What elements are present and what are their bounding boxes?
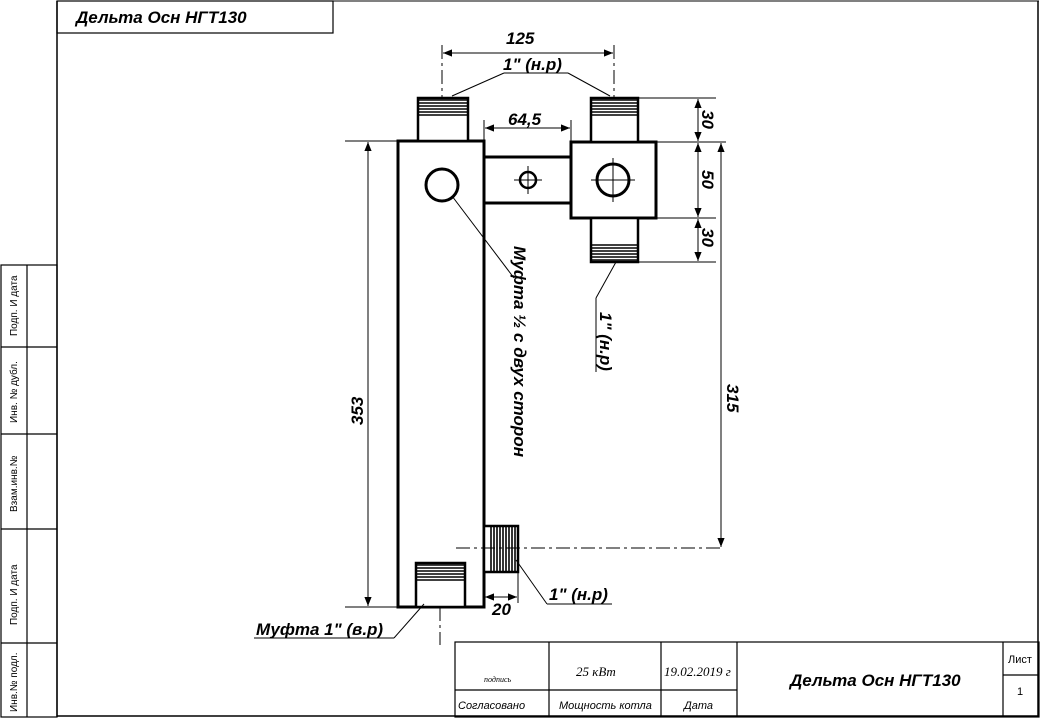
dim-gap: 64,5: [508, 110, 542, 129]
right-bottom-pipe: [589, 216, 640, 264]
dim-right-top: 30: [698, 110, 717, 129]
side-label-sign-date-1: Подп. И дата: [9, 275, 20, 336]
leader-lines: [254, 72, 617, 639]
right-top-pipe: [589, 96, 640, 144]
dim-width-top: 125: [506, 29, 535, 48]
side-label-orig-inv: Инв.№ подл.: [9, 652, 20, 712]
title-text: Дельта Осн НГТ130: [74, 8, 247, 27]
top-left-port-hole: [424, 167, 460, 203]
right-block: [569, 140, 658, 220]
side-label-replace-inv: Взам.инв.№: [9, 455, 20, 512]
stamp-sheet-number: 1: [1017, 686, 1023, 698]
stamp-signature-label: подпись: [484, 675, 511, 684]
connector-tube: [482, 155, 573, 205]
stamp-date-label: Дата: [682, 700, 713, 712]
dim-right-bottom: 30: [698, 228, 717, 247]
stamp-grid: [454, 641, 1040, 718]
dim-thread-bottom: 1" (н.р): [549, 585, 608, 604]
title-box: Дельта Осн НГТ130: [56, 0, 334, 34]
stamp-sheet-label: Лист: [1008, 654, 1032, 666]
stamp-power-value: 25 кВт: [576, 664, 616, 679]
dim-right-mid: 50: [698, 170, 717, 189]
dim-height-right: 315: [723, 384, 742, 413]
axis-lines: [439, 45, 724, 645]
label-coupling-one: Муфта 1" (в.р): [256, 620, 383, 639]
stamp-name: Дельта Осн НГТ130: [788, 671, 961, 690]
side-strip: [0, 264, 58, 718]
dim-height-left: 353: [348, 396, 367, 425]
label-coupling-half: Муфта ½ с двух сторон: [510, 246, 529, 457]
top-left-pipe: [416, 96, 470, 143]
dim-bottom-offset: 20: [491, 600, 511, 619]
dim-thread-top: 1" (н.р): [503, 55, 562, 74]
dim-thread-right: 1" (н.р): [596, 312, 615, 371]
dimension-lines: [345, 49, 726, 608]
stamp-power-label: Мощность котла: [559, 700, 652, 712]
side-label-sign-date-2: Подп. И дата: [9, 564, 20, 625]
main-column: [396, 139, 486, 609]
bottom-coupling: [414, 561, 467, 609]
side-label-dup-inv: Инв. № дубл.: [8, 361, 20, 423]
stamp-agreed-label: Согласовано: [458, 700, 525, 712]
bottom-side-nipple: [482, 524, 520, 574]
stamp-date-value: 19.02.2019 г: [664, 664, 731, 679]
drawing-frame: [56, 0, 1039, 717]
